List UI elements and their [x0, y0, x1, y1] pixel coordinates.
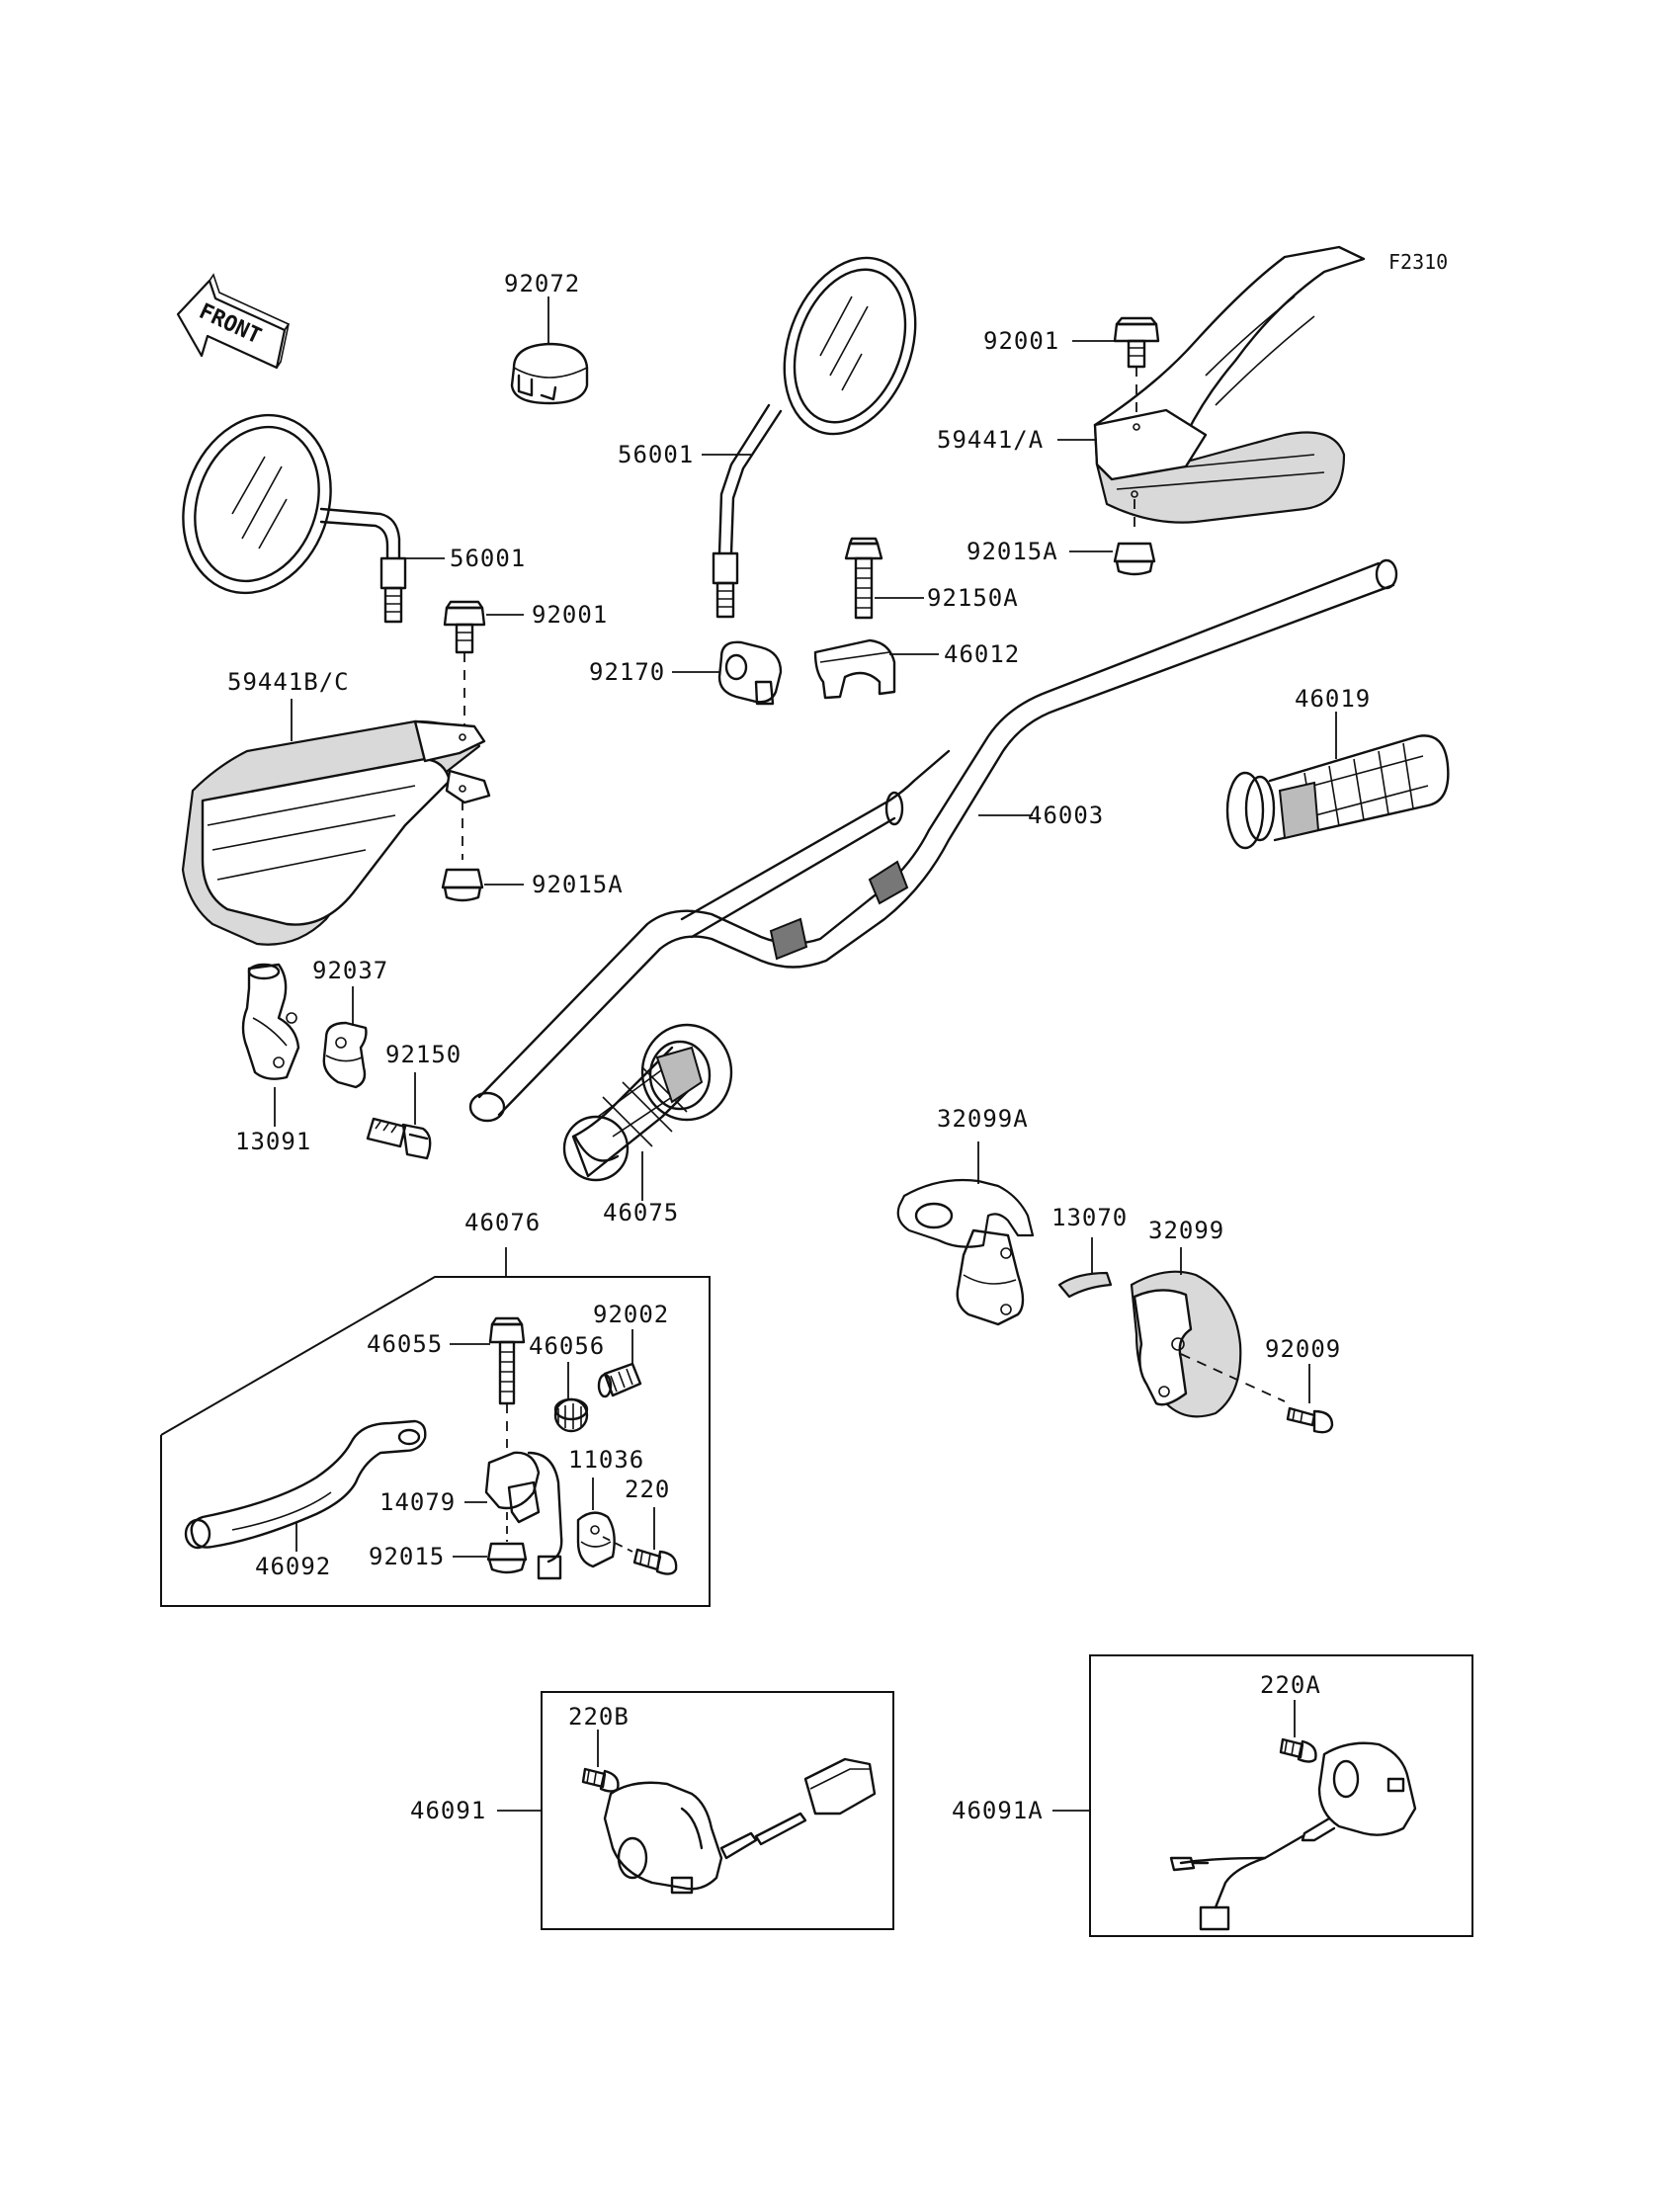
part-32099a-housing: [896, 1178, 1035, 1326]
label-92015a-left: 92015A: [532, 871, 624, 898]
label-46056: 46056: [529, 1332, 605, 1360]
part-220b-screw: [581, 1767, 620, 1793]
label-13091: 13091: [235, 1128, 311, 1155]
part-46091a-switch: [1169, 1741, 1417, 1931]
part-220a-screw: [1279, 1737, 1317, 1763]
label-92009: 92009: [1265, 1335, 1341, 1363]
label-92072: 92072: [504, 270, 580, 297]
part-92072-clamp: [510, 342, 589, 405]
part-92150-bolt: [366, 1117, 432, 1160]
label-92170: 92170: [589, 658, 665, 686]
label-46091a: 46091A: [952, 1797, 1044, 1824]
label-92015: 92015: [369, 1543, 445, 1570]
part-56001-right-mirror: [712, 256, 917, 619]
label-46091: 46091: [410, 1797, 486, 1824]
label-59441-bc: 59441B/C: [227, 668, 350, 696]
part-59441-bc-handguard: [181, 719, 491, 946]
label-46092: 46092: [255, 1553, 331, 1580]
part-46091-switch: [603, 1757, 877, 1895]
label-56001-right: 56001: [618, 441, 694, 468]
part-59441-a-handguard: [1093, 245, 1366, 524]
part-46075-grip: [562, 1023, 733, 1182]
label-92015a-top: 92015A: [966, 538, 1058, 565]
part-46091a-box: [1089, 1654, 1473, 1937]
part-46019-grip: [1225, 734, 1450, 850]
part-11036-bracket: [576, 1511, 616, 1568]
label-46012: 46012: [944, 640, 1020, 668]
part-92015-nut: [486, 1512, 528, 1574]
part-92037-clamp: [322, 1021, 368, 1089]
label-14079: 14079: [379, 1488, 456, 1516]
figure-code: F2310: [1388, 250, 1448, 274]
label-92001-top: 92001: [983, 327, 1059, 355]
label-46076: 46076: [464, 1209, 541, 1236]
label-220: 220: [625, 1476, 670, 1503]
label-32099a: 32099A: [937, 1105, 1029, 1133]
part-46012-holder: [813, 638, 896, 700]
part-46055-adjuster: [597, 1362, 642, 1398]
part-92170-clamp: [717, 640, 783, 706]
label-59441-a: 59441/A: [937, 426, 1044, 454]
part-92002-bolt: [488, 1316, 526, 1448]
part-92150a-bolt: [844, 537, 883, 620]
part-46092-lever: [184, 1419, 427, 1550]
front-arrow-icon: FRONT: [176, 273, 291, 370]
part-46003-handlebar: [468, 558, 1398, 1123]
part-92001-left-bolt: [443, 600, 486, 731]
label-13070: 13070: [1051, 1204, 1128, 1231]
label-92037: 92037: [312, 957, 388, 984]
part-220-screw: [602, 1536, 678, 1575]
label-11036: 11036: [568, 1446, 644, 1474]
part-92015a-left-nut: [441, 801, 484, 902]
label-46055: 92002: [593, 1301, 669, 1328]
part-14079-switch: [484, 1451, 563, 1580]
part-92001-top-bolt: [1113, 316, 1160, 415]
part-56001-left-mirror: [182, 413, 407, 624]
label-92001-left: 92001: [532, 601, 608, 629]
label-220a: 220A: [1260, 1671, 1321, 1699]
label-46019: 46019: [1295, 685, 1371, 713]
label-56001-left: 56001: [450, 545, 526, 572]
label-92002: 46055: [367, 1330, 443, 1358]
label-220b: 220B: [568, 1703, 630, 1731]
part-46056-locknut: [553, 1397, 589, 1433]
label-92150a: 92150A: [927, 584, 1019, 612]
part-92015a-top-nut: [1113, 499, 1156, 576]
part-32099-housing: [1130, 1270, 1242, 1418]
label-46075: 46075: [603, 1199, 679, 1226]
part-13091-bracket: [241, 963, 300, 1080]
part-92009-screw: [1180, 1353, 1334, 1434]
label-46003: 46003: [1028, 802, 1104, 829]
part-46076-assembly-box: [160, 1276, 711, 1607]
part-13070-plate: [1057, 1271, 1113, 1299]
label-32099: 32099: [1148, 1217, 1224, 1244]
label-92150: 92150: [385, 1041, 462, 1068]
